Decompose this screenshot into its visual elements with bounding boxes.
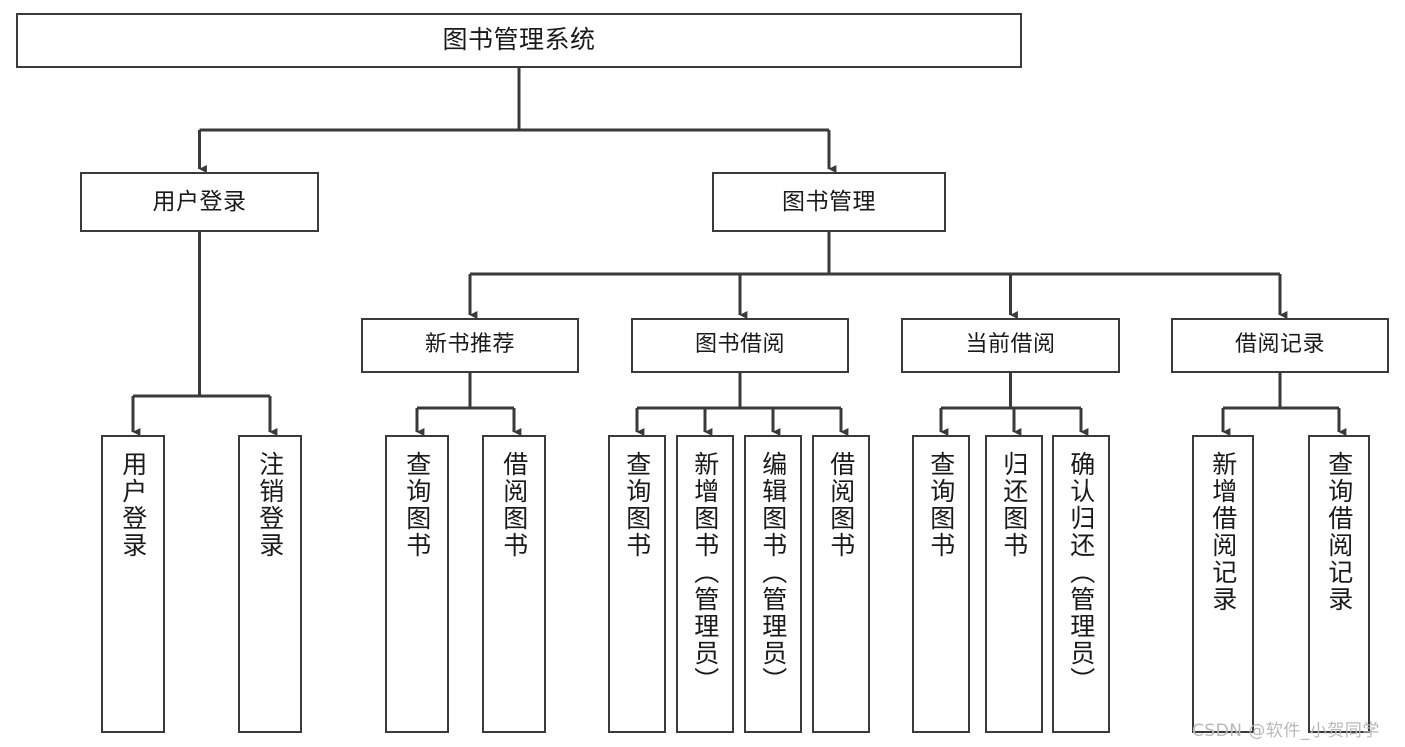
node-leaf-user-login[interactable]: 用户登录 (101, 435, 165, 733)
node-root-label: 图书管理系统 (442, 25, 596, 55)
node-leaf-add-book[interactable]: 新增图书（管理员） (676, 435, 734, 733)
node-leaf-borrow-book-1[interactable]: 借阅图书 (482, 435, 546, 733)
node-leaf-add-record[interactable]: 新增借阅记录 (1192, 435, 1254, 733)
node-leaf-add-record-label: 新增借阅记录 (1208, 451, 1238, 613)
node-leaf-borrow-book-2-label: 借阅图书 (826, 451, 856, 559)
node-leaf-return-book-label: 归还图书 (999, 451, 1029, 559)
node-leaf-confirm-return-label: 确认归还（管理员） (1066, 451, 1096, 694)
node-user-login-label: 用户登录 (152, 188, 247, 215)
node-book-manage[interactable]: 图书管理 (712, 172, 946, 232)
node-leaf-confirm-return[interactable]: 确认归还（管理员） (1052, 435, 1110, 733)
node-leaf-user-logout-label: 注销登录 (255, 451, 285, 559)
node-new-book-recommend[interactable]: 新书推荐 (361, 318, 579, 373)
node-leaf-query-book-3[interactable]: 查询图书 (912, 435, 970, 733)
node-root[interactable]: 图书管理系统 (16, 13, 1022, 68)
node-borrow-record-label: 借阅记录 (1234, 332, 1325, 358)
node-book-borrow-label: 图书借阅 (694, 332, 785, 358)
node-leaf-edit-book-label: 编辑图书（管理员） (758, 451, 788, 694)
node-leaf-query-book-3-label: 查询图书 (926, 451, 956, 559)
node-leaf-user-login-label: 用户登录 (118, 451, 148, 559)
node-leaf-borrow-book-2[interactable]: 借阅图书 (812, 435, 870, 733)
node-book-borrow[interactable]: 图书借阅 (631, 318, 849, 373)
node-leaf-add-book-label: 新增图书（管理员） (690, 451, 720, 694)
node-leaf-return-book[interactable]: 归还图书 (985, 435, 1043, 733)
node-leaf-borrow-book-1-label: 借阅图书 (499, 451, 529, 559)
node-leaf-query-book-1[interactable]: 查询图书 (385, 435, 449, 733)
node-leaf-query-book-1-label: 查询图书 (402, 451, 432, 559)
node-leaf-query-book-2[interactable]: 查询图书 (608, 435, 666, 733)
node-leaf-edit-book[interactable]: 编辑图书（管理员） (744, 435, 802, 733)
node-current-borrow[interactable]: 当前借阅 (901, 318, 1120, 373)
node-leaf-query-book-2-label: 查询图书 (622, 451, 652, 559)
node-new-book-recommend-label: 新书推荐 (424, 332, 515, 358)
node-leaf-query-record[interactable]: 查询借阅记录 (1308, 435, 1370, 733)
node-borrow-record[interactable]: 借阅记录 (1171, 318, 1389, 373)
node-user-login[interactable]: 用户登录 (80, 172, 319, 232)
node-book-manage-label: 图书管理 (782, 188, 876, 215)
watermark: CSDN @软件_小贺同学 (1192, 721, 1380, 741)
node-current-borrow-label: 当前借阅 (965, 332, 1056, 358)
node-leaf-query-record-label: 查询借阅记录 (1324, 451, 1354, 613)
node-leaf-user-logout[interactable]: 注销登录 (238, 435, 302, 733)
